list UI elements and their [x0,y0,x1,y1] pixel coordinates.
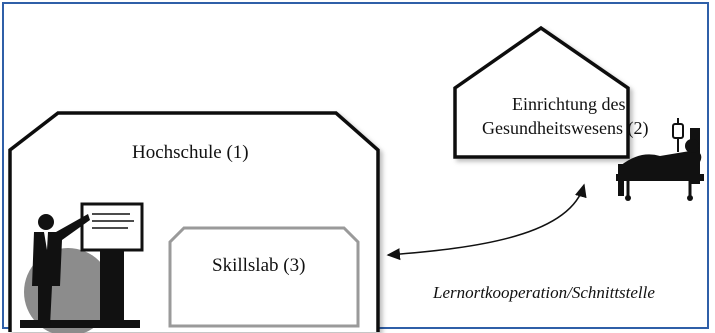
einrichtung-building [453,25,630,159]
skillslab-box [168,226,360,328]
kooperation-arrow [386,183,587,261]
skillslab-label: Skillslab (3) [212,255,306,276]
einrichtung-label-line2: Gesundheitswesens (2) [482,118,649,138]
hochschule-label: Hochschule (1) [132,142,249,163]
kooperation-label: Lernortkooperation/Schnittstelle [433,283,655,302]
patient-bed-icon [616,118,704,201]
einrichtung-label-line1: Einrichtung des [512,94,626,114]
presenter-icon [20,202,144,333]
